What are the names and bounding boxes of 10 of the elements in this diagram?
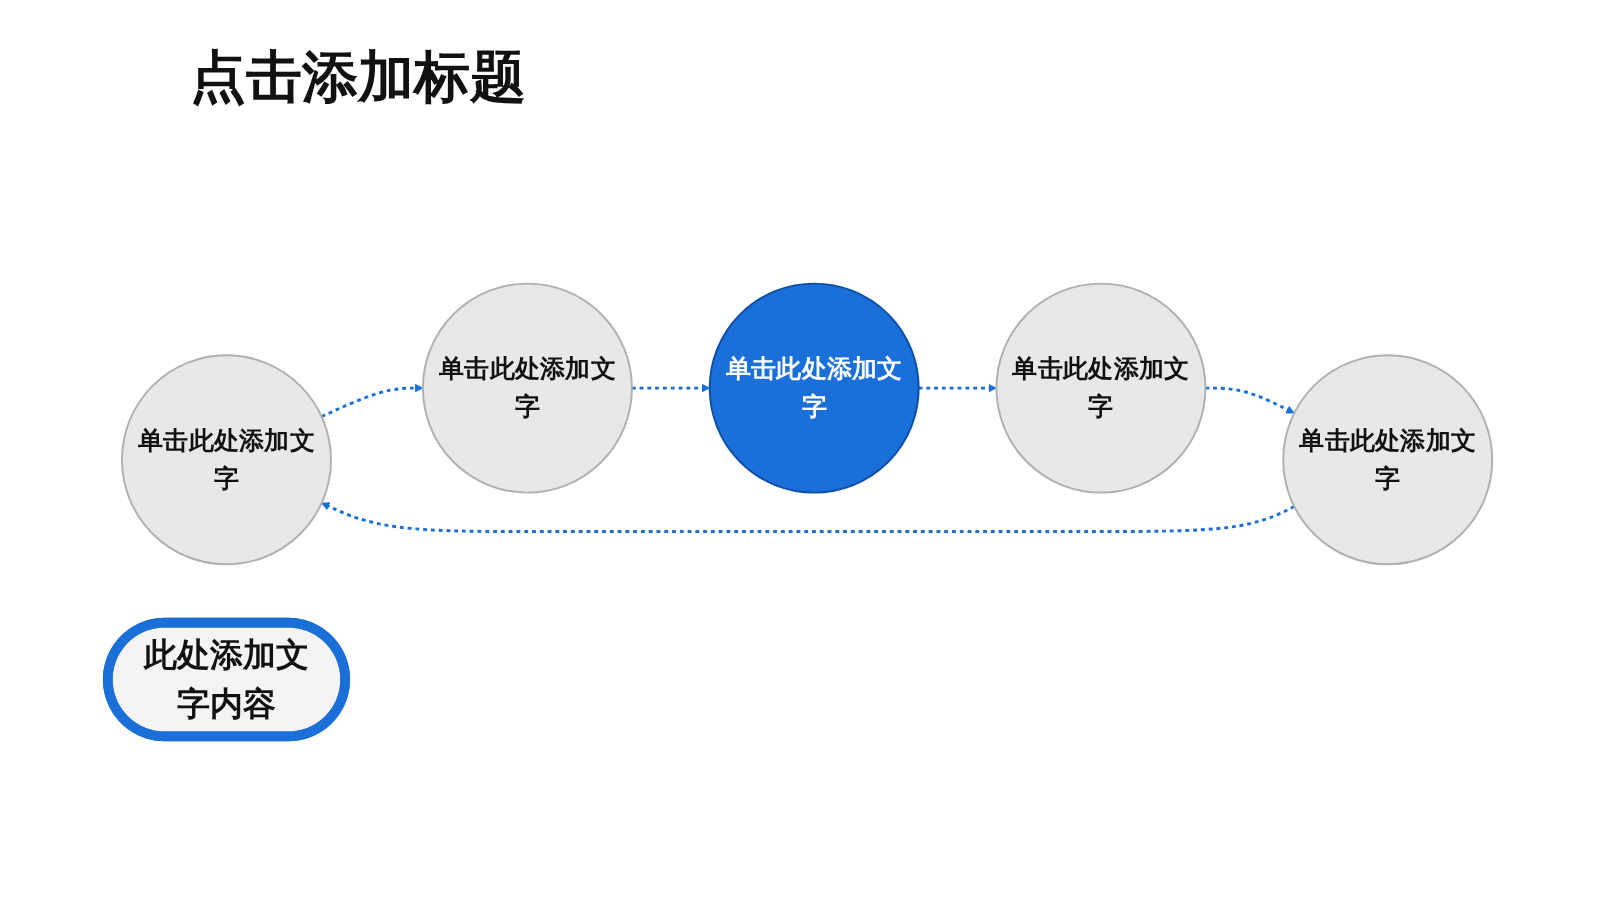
node-circle: 单击此处添加文字: [708, 282, 920, 494]
title: 点击添加标题: [190, 43, 526, 111]
arrow: [1205, 386, 1295, 414]
node-circle: 单击此处添加文字: [1282, 354, 1494, 566]
arrow: [321, 502, 1295, 533]
node-circle: 单击此处添加文字: [995, 282, 1207, 494]
node-circle: 单击此处添加文字: [421, 282, 633, 494]
arrow: [918, 383, 997, 393]
arrow: [320, 383, 424, 418]
node-circle: 单击此处添加文字: [121, 354, 332, 566]
